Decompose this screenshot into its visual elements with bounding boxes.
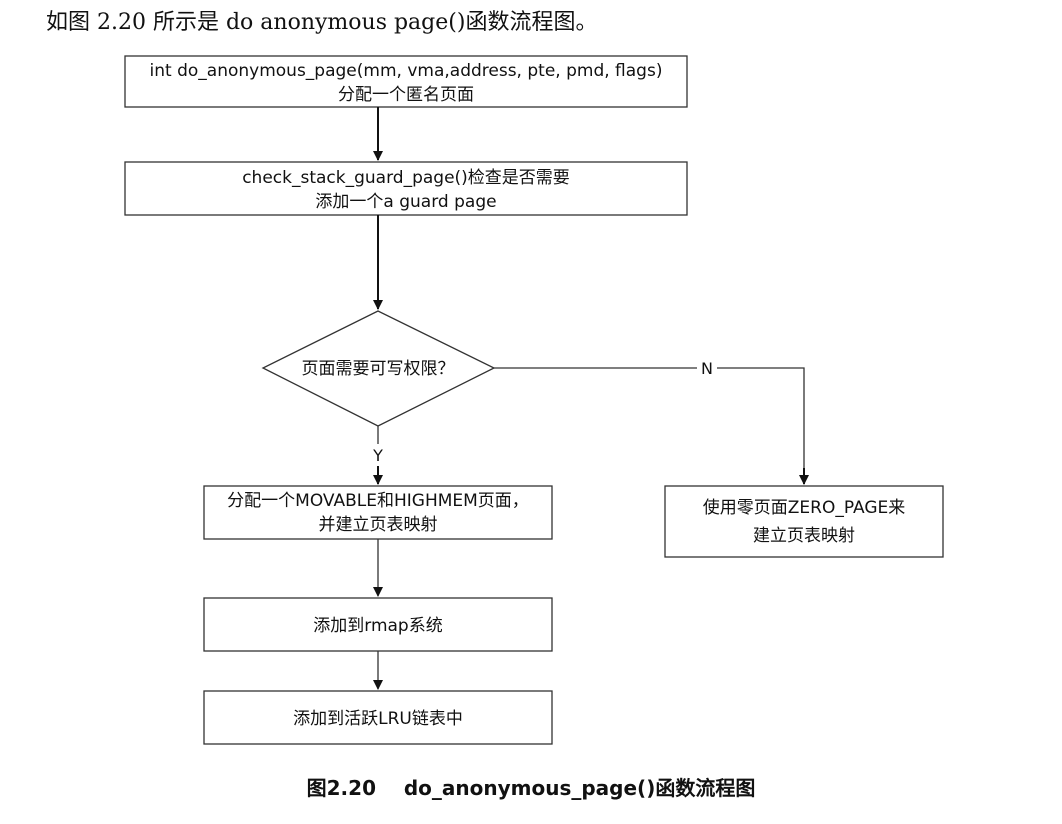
add-rmap-label: 添加到rmap系统 [313, 616, 442, 636]
decision-label: 页面需要可写权限？ [302, 359, 455, 379]
add-rmap-node [203, 597, 553, 652]
check-guard-line-2: 添加一个a guard page [315, 192, 496, 212]
alloc-movable-node [203, 485, 553, 540]
zero-page-node [664, 485, 944, 558]
add-lru-label: 添加到活跃LRU链表中 [293, 709, 463, 729]
flowchart: int do_anonymous_page(mm, vma,address, p… [124, 55, 944, 745]
start-node-line-1: int do_anonymous_page(mm, vma,address, p… [150, 61, 663, 81]
start-node [124, 55, 688, 108]
edge-no-right [717, 367, 805, 470]
check-guard-line-1: check_stack_guard_page()检查是否需要 [242, 168, 570, 188]
zero-page-line-1: 使用零页面ZERO_PAGE来 [703, 497, 906, 518]
zero-page-line-2: 建立页表映射 [753, 526, 855, 546]
alloc-movable-line-1: 分配一个MOVABLE和HIGHMEM页面， [227, 491, 529, 511]
yes-label: Y [372, 446, 383, 465]
intro-text: 如图 2.20 所示是 do anonymous page()函数流程图。 [46, 10, 598, 35]
figure-caption: 图2.20 do_anonymous_page()函数流程图 [306, 776, 756, 800]
add-lru-node [203, 690, 553, 745]
check-guard-node [124, 161, 688, 216]
no-label: N [701, 359, 713, 378]
alloc-movable-line-2: 并建立页表映射 [319, 515, 438, 535]
start-node-line-2: 分配一个匿名页面 [338, 85, 474, 105]
